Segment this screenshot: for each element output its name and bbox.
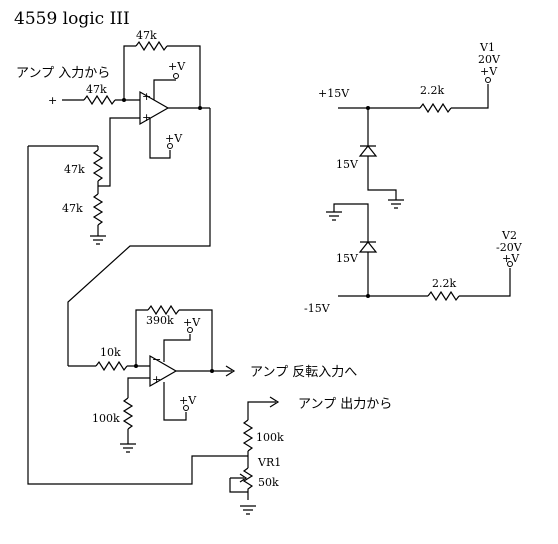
svg-text:-20V: -20V [496, 241, 523, 254]
svg-text:+V: +V [183, 316, 201, 329]
svg-text:10k: 10k [100, 346, 121, 359]
svg-text:+: + [142, 90, 151, 103]
svg-text:15V: 15V [336, 252, 359, 265]
resistor-feedback-390k [147, 304, 180, 316]
svg-text:+V: +V [165, 132, 183, 145]
resistor-input-47k [83, 94, 116, 106]
resistor-series-100k [242, 419, 254, 452]
svg-text:2.2k: 2.2k [420, 84, 444, 97]
svg-text:-15V: -15V [304, 302, 331, 315]
diagram-title: 4559 logic III [14, 9, 130, 29]
resistor-divider-bottom [92, 193, 104, 226]
resistor-feedback-47k [135, 40, 168, 52]
svg-text:+V: +V [502, 252, 520, 265]
zener-diode-pos [358, 145, 378, 157]
svg-text:2.2k: 2.2k [432, 277, 456, 290]
svg-text:−: − [152, 353, 161, 366]
amp-output-label: アンプ 出力から [298, 397, 392, 412]
resistor-neg-rail-2k2 [427, 290, 460, 302]
svg-text:100k: 100k [92, 412, 120, 425]
input-plus-label: + [48, 94, 57, 107]
svg-text:47k: 47k [62, 202, 83, 215]
svg-text:+15V: +15V [318, 87, 350, 100]
svg-text:15V: 15V [336, 158, 359, 171]
potentiometer-vr1 [242, 467, 254, 500]
svg-text:+: + [152, 373, 161, 386]
resistor-divider-top [92, 149, 104, 182]
svg-text:47k: 47k [136, 29, 157, 42]
svg-text:+V: +V [168, 60, 186, 73]
svg-text:50k: 50k [258, 476, 279, 489]
opamp-2: − + [149, 353, 178, 388]
zener-diode-neg [358, 241, 378, 253]
amp-inverting-input-label: アンプ 反転入力へ [250, 365, 357, 380]
svg-text:390k: 390k [146, 314, 174, 327]
resistor-input-10k [95, 360, 128, 372]
svg-text:VR1: VR1 [257, 456, 281, 469]
svg-text:V1: V1 [479, 41, 495, 54]
svg-text:+V: +V [480, 65, 498, 78]
svg-text:100k: 100k [256, 431, 284, 444]
svg-text:+V: +V [179, 394, 197, 407]
svg-text:20V: 20V [478, 53, 501, 66]
resistor-pos-rail-2k2 [419, 102, 452, 114]
resistor-bias-100k [122, 397, 134, 430]
svg-text:47k: 47k [64, 163, 85, 176]
svg-text:47k: 47k [86, 83, 107, 96]
svg-text:V2: V2 [501, 229, 517, 242]
svg-text:+: + [142, 111, 151, 124]
amp-input-label: アンプ 入力から [16, 66, 110, 81]
